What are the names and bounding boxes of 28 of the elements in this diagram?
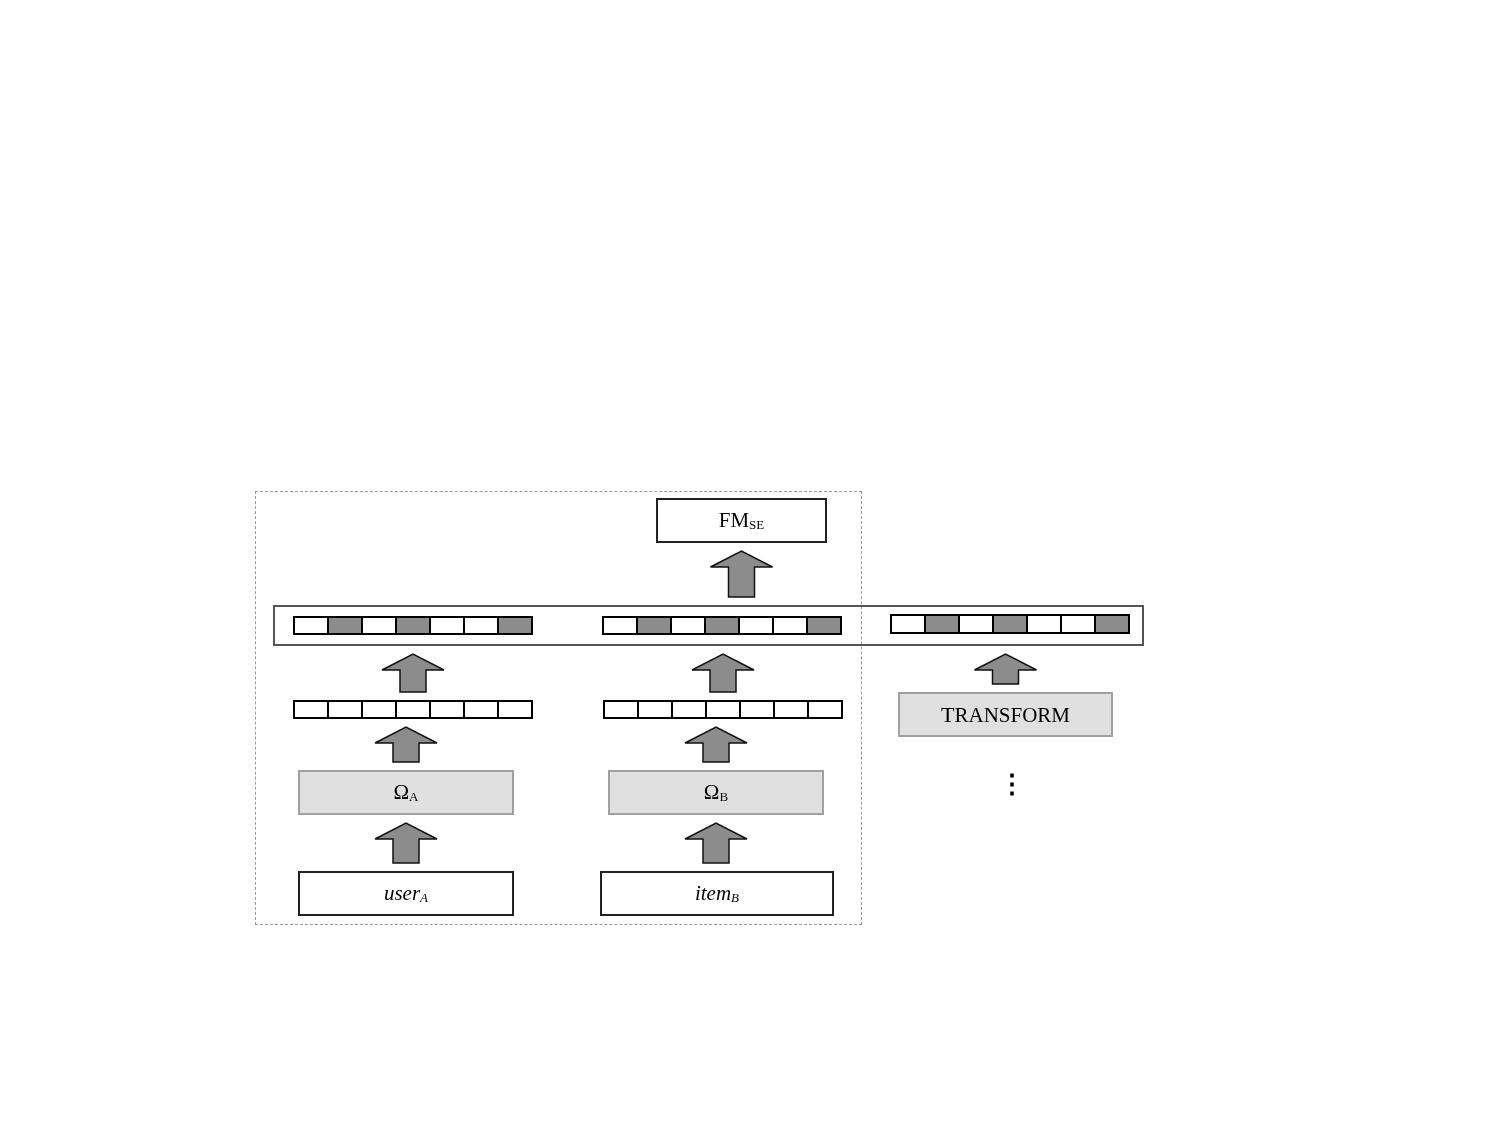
block-arrow [381,653,445,693]
node-label: TRANSFORM [941,703,1070,726]
label-box [600,871,834,916]
block-arrow [374,822,438,864]
vector-bar [602,616,842,635]
module-box [898,692,1113,737]
node-label: FM$_{SE}$ [718,510,765,531]
block-arrow [684,726,748,763]
block-arrow [691,653,755,693]
node-label: Ω$_{A}$ [393,782,419,803]
node-label: item$_{B}$ [694,883,740,904]
module-box [298,770,514,815]
dashed-group-frame [255,491,862,925]
vector-bar [293,700,533,719]
module-box [608,770,824,815]
block-arrow [973,653,1038,685]
vector-bar [293,616,533,635]
block-arrow [374,726,438,763]
node-label: user$_{A}$ [383,883,429,904]
label-box [298,871,514,916]
vector-bar [890,614,1130,634]
vector-bar [603,700,843,719]
block-arrow [684,822,748,864]
node-label: Ω$_{B}$ [703,782,729,803]
block-arrow [709,550,774,598]
concatenation-frame [273,605,1144,646]
label-box [656,498,827,543]
vertical-ellipsis: ⋮ [999,772,1025,798]
